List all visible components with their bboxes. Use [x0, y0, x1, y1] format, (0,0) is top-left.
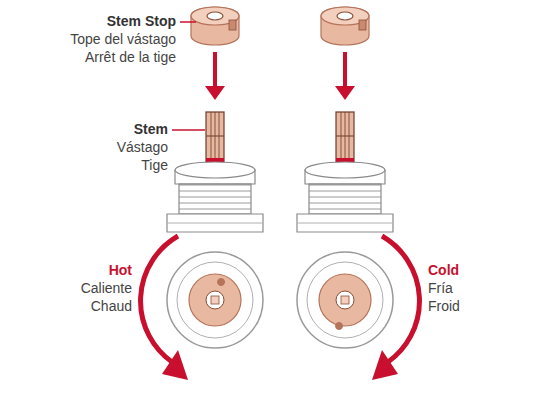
direction-label-fr: Chaud — [91, 298, 132, 315]
part-name: Stem — [134, 121, 168, 138]
part-name: Stem Stop — [107, 13, 176, 30]
direction-label-es: Caliente — [81, 280, 132, 297]
part-name-fr: Arrêt de la tige — [85, 49, 176, 66]
direction-label: Cold — [428, 262, 459, 279]
part-name-fr: Tige — [141, 157, 168, 174]
direction-label-es: Fría — [428, 280, 453, 297]
direction-label: Hot — [109, 262, 132, 279]
part-name-es: Tope del vástago — [70, 31, 176, 48]
part-name-es: Vástago — [117, 139, 168, 156]
direction-label-fr: Froid — [428, 298, 460, 315]
